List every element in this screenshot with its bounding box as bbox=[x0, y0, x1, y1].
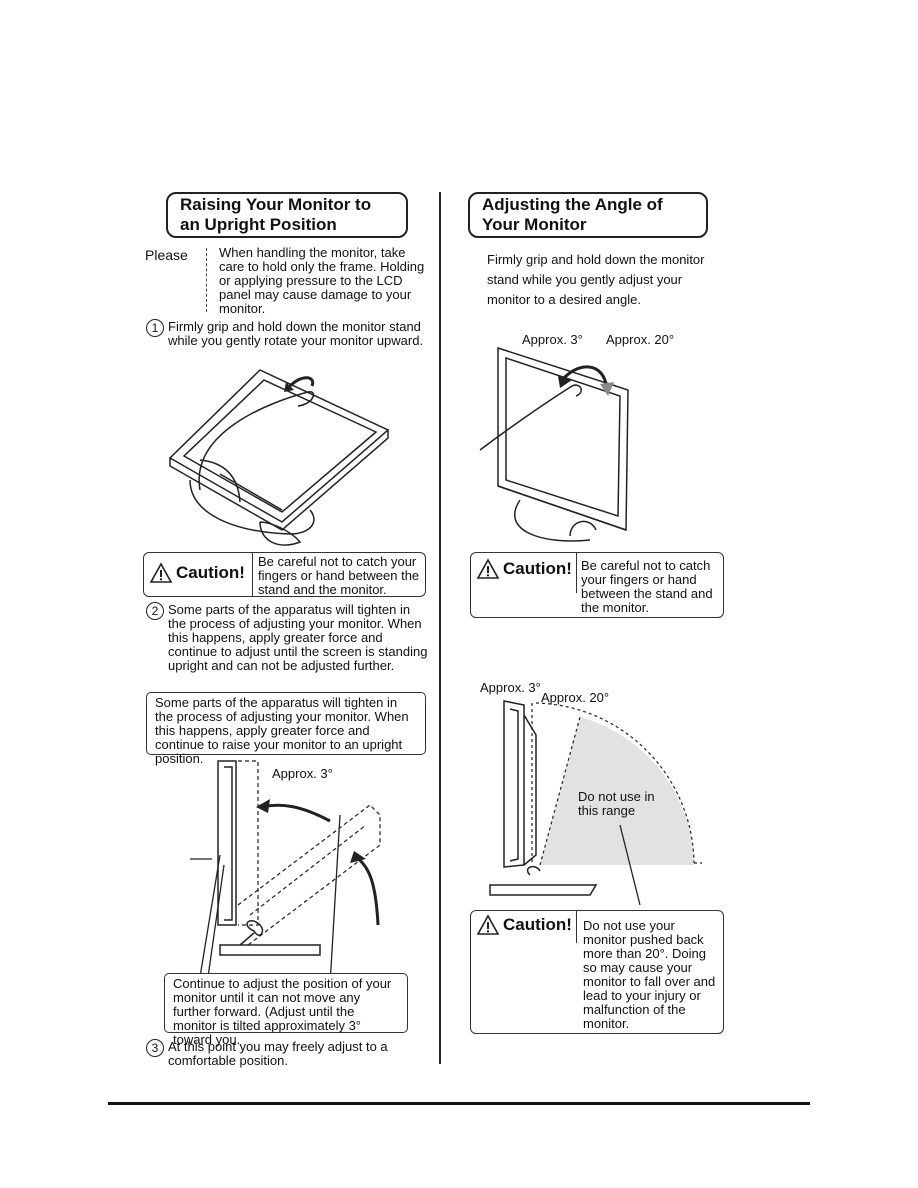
caution-heading-right: Caution! bbox=[476, 558, 572, 579]
approx-3-label-range: Approx. 3° bbox=[480, 680, 541, 695]
monitor-rotate-illustration bbox=[168, 369, 390, 546]
right-title-text: Adjusting the Angle of Your Monitor bbox=[482, 195, 663, 234]
warning-icon bbox=[476, 558, 500, 579]
caution-heading-right-2: Caution! bbox=[476, 914, 572, 935]
caution-label-right: Caution! bbox=[503, 559, 572, 578]
step1-number: 1 bbox=[146, 319, 164, 337]
approx-3-label-left: Approx. 3° bbox=[272, 766, 333, 781]
step2-text: Some parts of the apparatus will tighten… bbox=[168, 602, 428, 673]
callout-top: Some parts of the apparatus will tighten… bbox=[146, 692, 426, 766]
warning-icon bbox=[476, 914, 500, 935]
caution-box-right-2: Caution! Do not use your monitor pushed … bbox=[470, 910, 724, 1034]
approx-3-label-right: Approx. 3° bbox=[522, 332, 583, 347]
monitor-side-raise-illustration bbox=[190, 760, 381, 986]
tilt-range-illustration bbox=[489, 700, 702, 906]
warning-icon bbox=[149, 562, 173, 583]
caution-text: Be careful not to catch your fingers or … bbox=[258, 554, 420, 597]
step3-number: 3 bbox=[146, 1039, 164, 1057]
caution-label-right-2: Caution! bbox=[503, 915, 572, 934]
left-section-title: Raising Your Monitor to an Upright Posit… bbox=[166, 192, 408, 238]
range-label: Do not use in this range bbox=[578, 789, 655, 818]
monitor-tilt-illustration bbox=[479, 346, 629, 542]
step3-text: At this point you may freely adjust to a… bbox=[168, 1039, 388, 1068]
step2-number: 2 bbox=[146, 602, 164, 620]
step1-text: Firmly grip and hold down the monitor st… bbox=[168, 319, 424, 348]
caution-box-right-1: Caution! Be careful not to catch your fi… bbox=[470, 552, 724, 618]
please-note: When handling the monitor, take care to … bbox=[219, 245, 425, 316]
approx-20-label-range: Approx. 20° bbox=[541, 690, 610, 705]
approx-20-label-right: Approx. 20° bbox=[606, 332, 675, 347]
right-section-title: Adjusting the Angle of Your Monitor bbox=[468, 192, 708, 238]
please-label: Please bbox=[145, 247, 188, 263]
caution-text-right-2: Do not use your monitor pushed back more… bbox=[583, 918, 716, 1031]
caution-text-right: Be careful not to catch your fingers or … bbox=[581, 558, 713, 615]
caution-heading: Caution! bbox=[149, 562, 245, 583]
footer-rule bbox=[108, 1102, 810, 1105]
caution-box-left-1: Caution! Be careful not to catch your fi… bbox=[143, 552, 426, 597]
callout-bottom: Continue to adjust the position of your … bbox=[164, 973, 408, 1047]
left-title-text: Raising Your Monitor to an Upright Posit… bbox=[180, 195, 372, 234]
right-intro: Firmly grip and hold down the monitor st… bbox=[487, 252, 705, 307]
column-divider bbox=[439, 192, 441, 1064]
please-divider bbox=[206, 248, 207, 312]
caution-label: Caution! bbox=[176, 563, 245, 582]
